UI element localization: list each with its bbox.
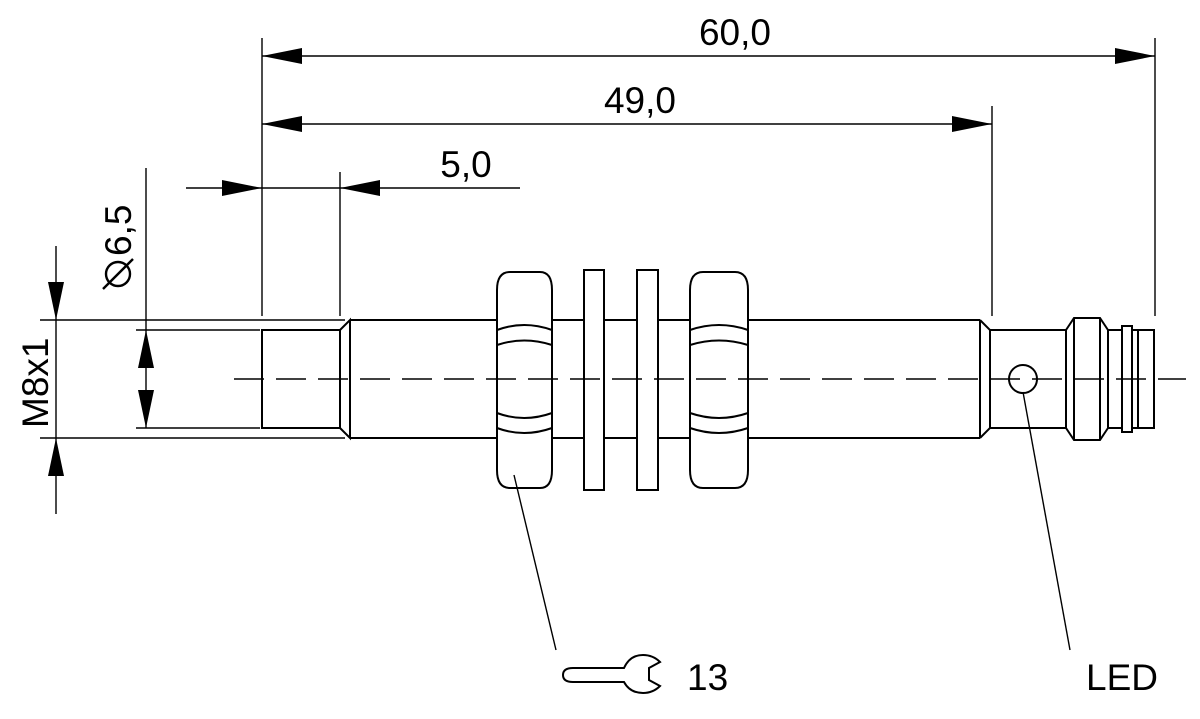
thread-size-label: M8x1: [15, 338, 56, 428]
extension-lines: [40, 38, 1156, 439]
dimension-overall-length: 60,0: [262, 12, 1155, 64]
led-label: LED: [1086, 657, 1158, 698]
led-callout: LED: [1022, 391, 1158, 698]
dimension-thread-length: 49,0: [262, 80, 992, 132]
hex-nut-rear: [689, 271, 749, 489]
overall-length-label: 60,0: [699, 12, 771, 53]
wrench-callout: 13: [513, 474, 728, 698]
dimension-face-diameter: 6,5: [98, 168, 154, 428]
wrench-size-label: 13: [687, 657, 728, 698]
dimension-thread-size: M8x1: [15, 246, 64, 514]
diameter-icon: [102, 258, 134, 290]
dimension-face-length: 5,0: [186, 144, 520, 196]
thread-chamfer-rear: [979, 319, 991, 439]
hex-nut-front: [496, 271, 553, 489]
washer-rear: [636, 269, 659, 491]
wrench-icon: [561, 653, 662, 695]
thread-chamfer-front: [339, 317, 351, 441]
thread-length-label: 49,0: [604, 80, 676, 121]
face-diameter-label: 6,5: [98, 205, 139, 256]
washer-front: [583, 269, 605, 491]
face-length-label: 5,0: [440, 144, 491, 185]
